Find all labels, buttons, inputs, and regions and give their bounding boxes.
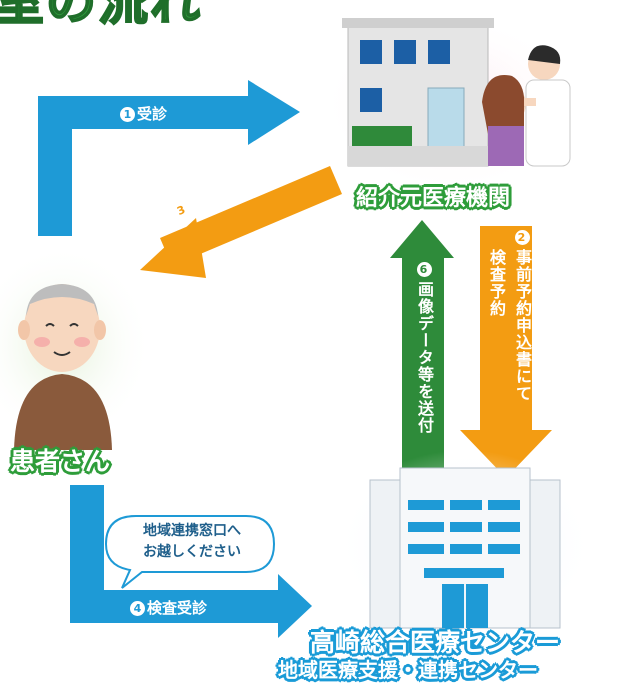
bubble-text: 地域連携窓口へ お越しください [112, 521, 272, 563]
arrow-step1 [38, 80, 300, 236]
step2-text-col2: 検査予約 [487, 249, 506, 317]
step6-number-badge: 6 [416, 262, 432, 277]
step6-text: 画像データ等を送付 [415, 281, 434, 434]
step2-number-badge: 2 [514, 230, 530, 245]
patient-illustration [0, 250, 150, 450]
bubble-line1: 地域連携窓口へ [143, 523, 241, 539]
step4-text: 検査受診 [147, 599, 208, 617]
speech-bubble [104, 515, 276, 589]
step1-number-badge: 1 [120, 107, 135, 122]
step2-label: 2事前予約申込書にて 検査予約 [484, 230, 534, 402]
bubble-line2: お越しください [143, 544, 241, 560]
step2-text-col1: 2事前予約申込書にて [513, 230, 532, 402]
arrow-step2 [460, 226, 552, 478]
hospital-illustration [340, 450, 590, 635]
step4-number-badge: 4 [130, 601, 145, 616]
clinic-label: 紹介元医療機関 [356, 186, 511, 211]
clinic-illustration [330, 13, 580, 190]
patient-label: 患者さん [10, 447, 111, 476]
center-name: 高崎総合医療センター [310, 628, 561, 657]
step6-label: 6 画像データ等を送付 [412, 262, 436, 434]
arrow-step4 [70, 485, 312, 638]
page-title-fragment: 室の流れ [0, 0, 202, 32]
step1-text: 受診 [137, 105, 168, 123]
arrow-step3 [140, 166, 342, 278]
center-department: 地域医療支援・連携センター [278, 658, 538, 682]
arrow-step6 [390, 220, 454, 469]
